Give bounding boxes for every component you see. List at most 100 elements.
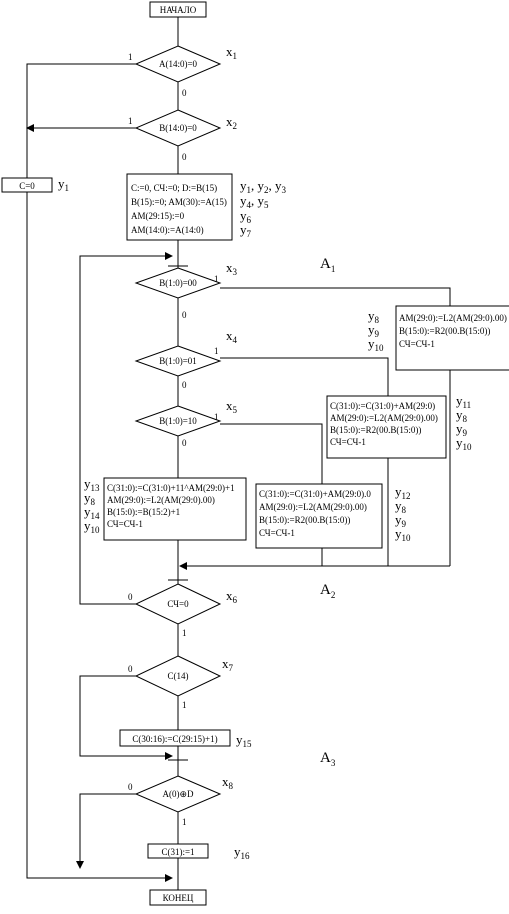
- area-a1: A1: [320, 256, 335, 274]
- area-a3: A3: [320, 750, 336, 768]
- svg-text:B(14:0)=0: B(14:0)=0: [159, 123, 197, 133]
- svg-text:AM(14:0):=A(14:0): AM(14:0):=A(14:0): [131, 225, 204, 235]
- end-terminal: КОНЕЦ: [149, 889, 207, 906]
- decision-c7: C(14): [134, 655, 222, 697]
- box-init: C:=0, СЧ:=0; D:=B(15) B(15):=0; AM(30):=…: [126, 173, 233, 241]
- decision-c3: B(1:0)=00: [134, 267, 222, 299]
- area-a2: A2: [320, 582, 335, 600]
- signal-y10-c: y10: [395, 526, 411, 543]
- svg-text:B(15):=0; AM(30):=A(15): B(15):=0; AM(30):=A(15): [131, 197, 227, 207]
- svg-text:C(31:0):=C(31:0)+11^AM(29:0)+1: C(31:0):=C(31:0)+11^AM(29:0)+1: [107, 483, 235, 493]
- svg-text:НАЧАЛО: НАЧАЛО: [160, 5, 197, 15]
- signal-y8-a: y8: [368, 308, 380, 325]
- svg-text:0: 0: [182, 380, 187, 390]
- signal-x1: x1: [226, 44, 237, 61]
- decision-c1: A(14:0)=0: [134, 45, 222, 83]
- decision-c6: СЧ=0: [134, 583, 222, 625]
- signal-y7: y7: [240, 222, 252, 239]
- svg-text:AM(29:0):=L2(AM(29:0).00): AM(29:0):=L2(AM(29:0).00): [259, 502, 367, 512]
- branch-flags: 1 0 1 0 1 0 1 0 1 0 0 1 0 1 0 1: [128, 52, 219, 827]
- svg-text:0: 0: [182, 438, 187, 448]
- signal-y8-b: y8: [456, 407, 468, 424]
- svg-text:B(15:0):=B(15:2)+1: B(15:0):=B(15:2)+1: [107, 507, 180, 517]
- svg-text:C(14): C(14): [168, 671, 189, 681]
- box-correction: C(30:16):=C(29:15)+1): [119, 729, 231, 747]
- signal-y8-c: y8: [395, 498, 407, 515]
- svg-text:C=0: C=0: [19, 181, 35, 191]
- box-c-zero: C=0: [1, 177, 53, 193]
- svg-text:B(15:0):=R2(00.B(15:0)): B(15:0):=R2(00.B(15:0)): [259, 515, 350, 525]
- svg-text:B(1:0)=01: B(1:0)=01: [159, 356, 197, 366]
- svg-text:C(31:0):=C(31:0)+AM(29:0): C(31:0):=C(31:0)+AM(29:0): [330, 401, 435, 411]
- svg-text:C(30:16):=C(29:15)+1): C(30:16):=C(29:15)+1): [132, 734, 217, 744]
- svg-text:1: 1: [214, 346, 219, 356]
- signal-y16: y16: [234, 844, 250, 861]
- box-b11: C(31:0):=C(31:0)+11^AM(29:0)+1 AM(29:0):…: [103, 477, 247, 541]
- svg-text:0: 0: [128, 592, 133, 602]
- svg-text:AM(29:15):=0: AM(29:15):=0: [131, 211, 185, 221]
- decision-c5: B(1:0)=10: [134, 405, 222, 437]
- svg-text:1: 1: [182, 817, 187, 827]
- svg-text:0: 0: [182, 88, 187, 98]
- signal-y12-c: y12: [395, 484, 411, 501]
- connectors: [26, 17, 451, 890]
- signal-y9-c: y9: [395, 512, 407, 529]
- svg-text:AM(29:0):=L2(AM(29:0).00): AM(29:0):=L2(AM(29:0).00): [399, 313, 507, 323]
- signal-x5: x5: [226, 398, 238, 415]
- box-sign: C(31):=1: [147, 843, 209, 859]
- decision-c2: B(14:0)=0: [134, 109, 222, 147]
- svg-text:СЧ=СЧ-1: СЧ=СЧ-1: [399, 339, 435, 349]
- svg-text:1: 1: [128, 116, 133, 126]
- box-b10: C(31:0):=C(31:0)+AM(29:0).0 AM(29:0):=L2…: [255, 483, 383, 549]
- signal-y14-d: y14: [84, 504, 100, 521]
- svg-text:0: 0: [182, 310, 187, 320]
- svg-text:AM(29:0):=L2(AM(29:0).00): AM(29:0):=L2(AM(29:0).00): [107, 495, 215, 505]
- svg-text:B(1:0)=00: B(1:0)=00: [159, 278, 197, 288]
- svg-text:СЧ=СЧ-1: СЧ=СЧ-1: [107, 519, 143, 529]
- signal-x6: x6: [226, 588, 238, 605]
- svg-text:B(15:0):=R2(00.B(15:0)): B(15:0):=R2(00.B(15:0)): [330, 425, 421, 435]
- svg-text:A(0)⊕D: A(0)⊕D: [162, 789, 194, 799]
- signal-y1: y1: [58, 176, 69, 193]
- svg-text:AM(29:0):=L2(AM(29:0).00): AM(29:0):=L2(AM(29:0).00): [330, 413, 438, 423]
- signal-y9-a: y9: [368, 322, 380, 339]
- signal-y9-b: y9: [456, 421, 468, 438]
- decision-c8: A(0)⊕D: [134, 775, 222, 813]
- signal-labels: x1 x2 x3 x4 x5 x6 x7 x8 y1 y1, y2, y3 y4…: [58, 44, 472, 861]
- box-b00: AM(29:0):=L2(AM(29:0).00) B(15:0):=R2(00…: [395, 305, 509, 371]
- svg-text:1: 1: [128, 52, 133, 62]
- signal-y11-b: y11: [456, 393, 471, 410]
- signal-x7: x7: [222, 656, 234, 673]
- svg-text:1: 1: [214, 412, 219, 422]
- svg-text:СЧ=0: СЧ=0: [167, 599, 189, 609]
- svg-text:КОНЕЦ: КОНЕЦ: [163, 893, 194, 903]
- signal-y15: y15: [236, 732, 252, 749]
- signal-x4: x4: [226, 328, 238, 345]
- svg-text:1: 1: [214, 274, 219, 284]
- signal-y10-a: y10: [368, 336, 384, 353]
- svg-text:A(14:0)=0: A(14:0)=0: [159, 59, 198, 69]
- svg-text:1: 1: [182, 700, 187, 710]
- svg-text:СЧ=СЧ-1: СЧ=СЧ-1: [259, 528, 295, 538]
- decision-c4: B(1:0)=01: [134, 345, 222, 377]
- svg-text:B(1:0)=10: B(1:0)=10: [159, 416, 197, 426]
- svg-text:0: 0: [128, 664, 133, 674]
- signal-x2: x2: [226, 114, 237, 131]
- svg-text:0: 0: [128, 782, 133, 792]
- svg-text:0: 0: [182, 152, 187, 162]
- signal-y10-b: y10: [456, 435, 472, 452]
- svg-text:СЧ=СЧ-1: СЧ=СЧ-1: [330, 437, 366, 447]
- signal-y6: y6: [240, 208, 252, 225]
- signal-x8: x8: [222, 774, 234, 791]
- signal-x3: x3: [226, 260, 238, 277]
- signal-y10-d: y10: [84, 518, 100, 535]
- svg-text:C:=0, СЧ:=0; D:=B(15): C:=0, СЧ:=0; D:=B(15): [131, 183, 217, 193]
- signal-y13-d: y13: [84, 476, 100, 493]
- start-terminal: НАЧАЛО: [149, 1, 207, 18]
- svg-text:1: 1: [182, 628, 187, 638]
- signal-y8-d: y8: [84, 490, 96, 507]
- signal-y123: y1, y2, y3: [240, 178, 287, 195]
- signal-y45: y4, y5: [240, 193, 269, 210]
